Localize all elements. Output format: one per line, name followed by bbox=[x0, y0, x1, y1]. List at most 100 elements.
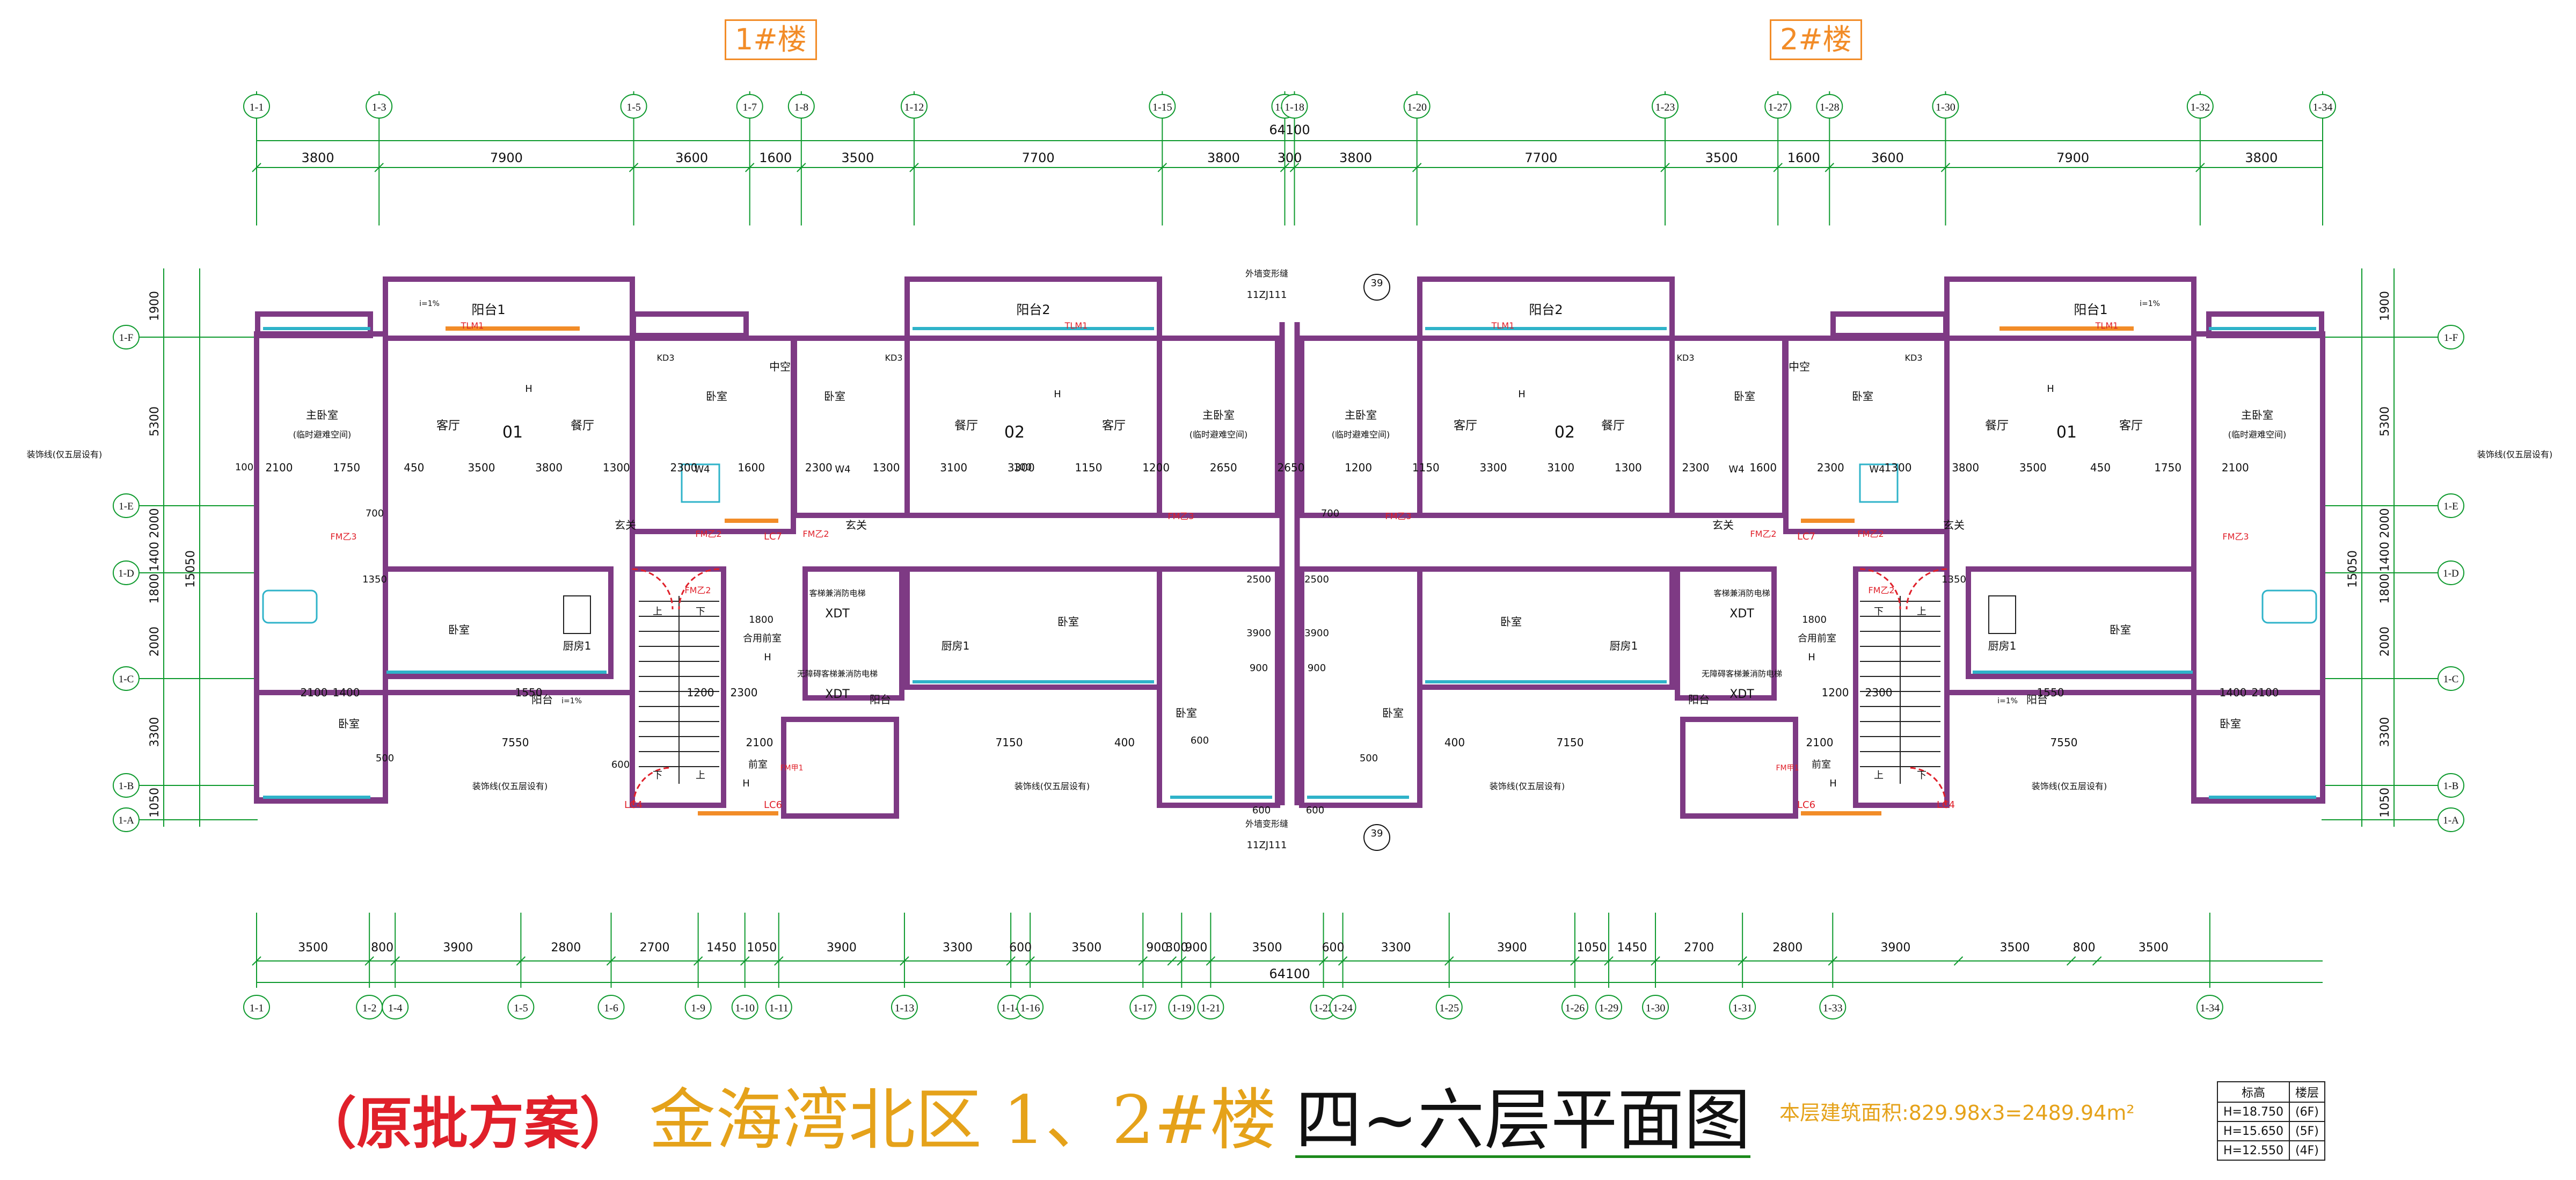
fm2-label: FM乙2 bbox=[1857, 529, 1884, 539]
room-bedroom: 卧室 bbox=[824, 390, 845, 403]
inner-dim-text: 3300 bbox=[1480, 461, 1507, 474]
inner-dim-text: 2300 bbox=[731, 686, 758, 699]
axis-label: 1-28 bbox=[1820, 101, 1840, 113]
axis-label: 1-5 bbox=[626, 101, 641, 113]
axis-label: 1-17 bbox=[1133, 1002, 1153, 1014]
fm2-label: FM乙2 bbox=[1868, 585, 1894, 595]
inner-dim-text: 1550 bbox=[515, 686, 543, 699]
dim-tick bbox=[2092, 956, 2102, 966]
lc7-label: LC7 bbox=[764, 531, 782, 542]
dim-text: 800 bbox=[2073, 941, 2096, 955]
dim-text: 1900 bbox=[2378, 291, 2392, 321]
dim-tick bbox=[2066, 956, 2076, 966]
decoration-line-note: 装饰线(仅五层设有) bbox=[472, 781, 548, 791]
bay-window bbox=[255, 311, 373, 338]
outer-wall bbox=[2191, 331, 2325, 804]
dim-text: 3500 bbox=[1071, 941, 1101, 955]
inner-dim-text: 3500 bbox=[468, 461, 495, 474]
room-barrier-elevator: 无障碍客梯兼消防电梯 bbox=[797, 669, 878, 679]
dim-tick bbox=[364, 956, 374, 966]
axis-bubble bbox=[243, 995, 270, 1019]
inner-dim-text: 1400 bbox=[2220, 686, 2247, 699]
room-entry: 玄关 bbox=[1712, 519, 1734, 531]
inner-dim-text: 1550 bbox=[2037, 686, 2064, 699]
axis-bubble bbox=[2438, 807, 2464, 832]
dim-tick bbox=[1444, 956, 1454, 966]
dim-text: 3300 bbox=[943, 941, 973, 955]
room-xdt: XDT bbox=[825, 607, 850, 621]
stair-up: 上 bbox=[1917, 606, 1926, 617]
axis-label: 1-6 bbox=[604, 1002, 618, 1014]
window-tlm1: TLM1 bbox=[2095, 321, 2119, 331]
slope-label: i=1% bbox=[419, 300, 440, 308]
axis-bubble bbox=[2438, 773, 2464, 798]
kd3-label: KD3 bbox=[885, 353, 903, 363]
dim-text: 1400 bbox=[148, 542, 162, 572]
door-swing bbox=[1906, 568, 1947, 610]
axis-label: 1-19 bbox=[1172, 1002, 1192, 1014]
axis-label: 1-24 bbox=[1333, 1002, 1353, 1014]
axis-bubble bbox=[2438, 493, 2464, 518]
axis-bubble bbox=[684, 995, 712, 1019]
fm3-label: FM乙3 bbox=[1167, 511, 1194, 521]
axis-bubble bbox=[1932, 94, 1959, 119]
axis-label: 1-31 bbox=[1733, 1002, 1753, 1014]
walls bbox=[254, 276, 2325, 819]
room-living: 客厅 bbox=[2119, 419, 2143, 433]
dim-text: 3800 bbox=[1339, 150, 1372, 165]
inner-dim-text: 100 bbox=[235, 462, 253, 473]
dim-text: 600 bbox=[1009, 941, 1032, 955]
inner-dim-text: 7550 bbox=[2050, 736, 2078, 749]
living-wall bbox=[383, 336, 635, 695]
elev-value: H=18.750 bbox=[2217, 1102, 2290, 1122]
title-project: 金海湾北区 1、2#楼 bbox=[649, 1082, 1277, 1159]
dim-tick bbox=[774, 956, 784, 966]
overall-dim-text: 64100 bbox=[1269, 122, 1310, 137]
axis-bubble bbox=[2196, 995, 2223, 1019]
room-living: 客厅 bbox=[1102, 419, 1126, 433]
detail-number: 39 bbox=[1371, 278, 1383, 289]
axis-bubble bbox=[731, 995, 758, 1019]
axis-bubble bbox=[2186, 94, 2214, 119]
axis-label: 1-F bbox=[2444, 332, 2458, 344]
axis-label: 1-A bbox=[2443, 815, 2459, 826]
axis-bubble bbox=[1819, 995, 1847, 1019]
fm3-label: FM乙3 bbox=[1385, 511, 1411, 521]
inner-dim-text: 1300 bbox=[873, 461, 900, 474]
w4-label: W4 bbox=[1728, 464, 1744, 475]
inner-dim-text: 2100 bbox=[746, 736, 773, 749]
dim-text: 1400 bbox=[2378, 542, 2392, 572]
stair-up: 上 bbox=[653, 606, 662, 617]
inner-dim-text: 2500 bbox=[1304, 574, 1329, 585]
bathtub bbox=[262, 589, 318, 624]
axis-label: 1-2 bbox=[362, 1002, 377, 1014]
dim-text: 2000 bbox=[2378, 627, 2392, 657]
w4-label: W4 bbox=[694, 464, 710, 475]
elevation-h: H bbox=[525, 383, 532, 395]
inner-dim-text: 3300 bbox=[1008, 461, 1035, 474]
dim-text: 3300 bbox=[1381, 941, 1411, 955]
decoration-line-note: 装饰线(仅五层设有) bbox=[2032, 781, 2107, 791]
elev-header-level: 标高 bbox=[2217, 1081, 2290, 1103]
axis-bubble bbox=[1816, 94, 1843, 119]
inner-dim-text: 700 bbox=[1321, 508, 1339, 519]
inner-dim-text: 7150 bbox=[996, 736, 1023, 749]
dim-tick bbox=[374, 163, 384, 172]
inner-dim-text: 3800 bbox=[1952, 461, 1979, 474]
door-swing bbox=[632, 767, 672, 806]
axis-label: 1-10 bbox=[735, 1002, 755, 1014]
grid-lines bbox=[134, 115, 2448, 988]
axis-label: 1-E bbox=[119, 501, 133, 512]
dim-text: 1050 bbox=[1577, 941, 1607, 955]
dim-tick bbox=[797, 163, 806, 172]
shower bbox=[1859, 463, 1899, 503]
dim-text: 3300 bbox=[148, 717, 162, 747]
axis-bubble bbox=[113, 325, 140, 349]
building-1-tag: 1#楼 bbox=[725, 19, 817, 60]
lc6-label: LC6 bbox=[764, 799, 782, 811]
drawing-title: （原批方案） 金海湾北区 1、2#楼 四~六层平面图 bbox=[301, 1066, 1751, 1159]
inner-dim-text: 1200 bbox=[1345, 461, 1372, 474]
dim-text: 1900 bbox=[148, 291, 162, 321]
inner-dim-text: 1300 bbox=[603, 461, 630, 474]
elev-floor: (5F) bbox=[2288, 1121, 2325, 1141]
